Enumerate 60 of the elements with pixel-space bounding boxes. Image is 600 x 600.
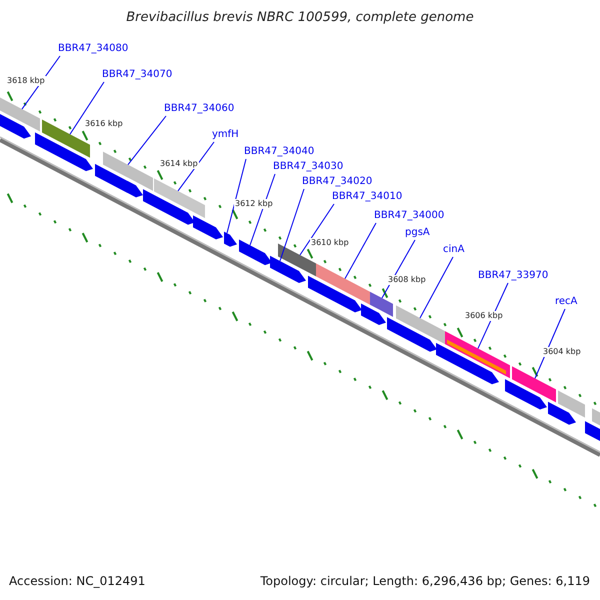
gene-feature — [548, 402, 576, 425]
scale-label: 3618 kbp — [6, 76, 46, 86]
title: Brevibacillus brevis NBRC 100599, complete genome — [125, 11, 475, 24]
accession-label: Accession: NC_012491 — [9, 575, 146, 587]
gene-label: ymfH — [212, 130, 239, 140]
gene-feature — [445, 331, 510, 378]
gene-label: cinA — [443, 245, 464, 255]
gene-feature — [316, 263, 370, 305]
gene-feature — [387, 317, 437, 352]
gene-label: BBR47_34070 — [102, 70, 172, 80]
gene-feature — [0, 98, 40, 132]
gene-label: BBR47_34040 — [244, 147, 314, 157]
leader-line — [420, 256, 454, 318]
leader-line — [300, 204, 334, 256]
leader-line — [250, 174, 276, 246]
gene-label: pgsA — [405, 228, 430, 238]
scale-label: 3614 kbp — [159, 159, 199, 169]
gene-feature — [370, 292, 393, 317]
gene-feature — [585, 421, 600, 444]
gene-feature — [505, 379, 547, 410]
gene-feature — [396, 305, 445, 344]
gene-label: BBR47_33970 — [478, 271, 548, 281]
gene-feature — [239, 239, 272, 266]
scale-label: 3606 kbp — [464, 311, 504, 321]
leader-line — [534, 308, 566, 379]
gene-feature — [103, 152, 153, 191]
leader-line — [344, 222, 376, 280]
gene-label: BBR47_34030 — [273, 162, 344, 172]
genome-info-label: Topology: circular; Length: 6,296,436 bp; Genes: 6,119 — [260, 575, 590, 587]
gene-feature — [270, 256, 306, 283]
leader-line — [70, 82, 104, 135]
gene-feature — [308, 276, 362, 312]
scale-label: 3612 kbp — [234, 199, 274, 209]
leader-line — [178, 142, 214, 192]
gene-feature — [0, 114, 31, 139]
scale-label: 3608 kbp — [387, 275, 427, 285]
gene-feature — [154, 178, 205, 218]
gene-feature — [193, 215, 223, 240]
leader-line — [226, 158, 246, 234]
gene-feature — [361, 304, 386, 325]
leader-line — [478, 282, 508, 349]
gene-feature — [512, 366, 556, 402]
gene-label: BBR47_34060 — [164, 104, 234, 114]
gene-label: BBR47_34010 — [332, 192, 402, 202]
gene-label: BBR47_34080 — [58, 44, 128, 54]
gene-feature — [143, 189, 195, 225]
gene-label: BBR47_34020 — [302, 177, 372, 187]
gene-feature — [35, 132, 93, 172]
scale-label: 3616 kbp — [84, 119, 124, 129]
leader-line — [280, 188, 304, 262]
gene-label: BBR47_34000 — [374, 211, 444, 221]
gene-label: recA — [555, 297, 578, 307]
gene-feature — [592, 408, 600, 428]
leader-line — [128, 116, 166, 166]
gene-feature — [224, 232, 237, 247]
scale-label: 3610 kbp — [310, 238, 350, 248]
gene-feature — [95, 164, 143, 198]
gene-feature — [558, 390, 585, 418]
gene-feature — [436, 342, 499, 384]
scale-label: 3604 kbp — [542, 347, 582, 357]
